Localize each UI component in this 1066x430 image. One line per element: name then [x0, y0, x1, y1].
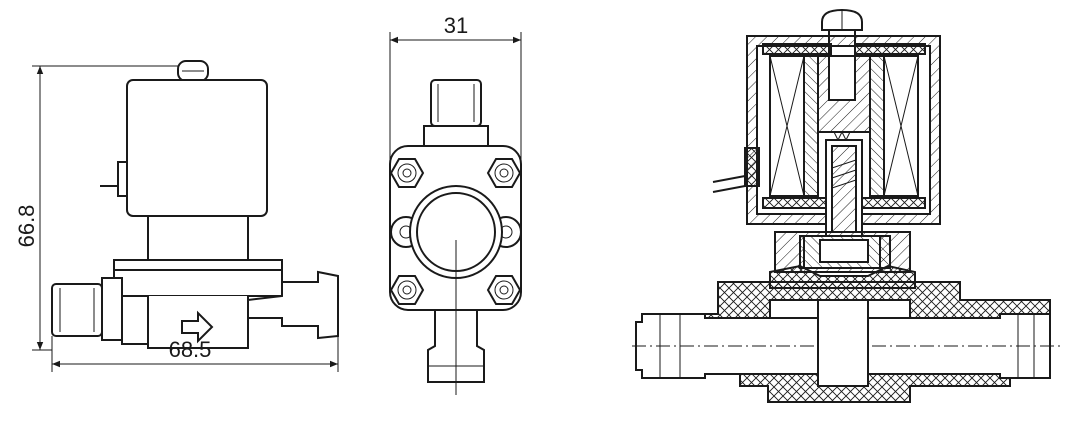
end-view: 31 — [389, 13, 522, 395]
bolt-top-right — [486, 158, 522, 188]
side-view: 66.8 68.5 — [14, 60, 339, 372]
lead-wire — [712, 175, 746, 193]
screw-thread — [828, 55, 856, 101]
flange-plate — [113, 259, 283, 271]
length-dimension-label: 68.5 — [169, 337, 212, 362]
outlet-passage — [867, 313, 1051, 379]
nut-collar — [423, 125, 489, 147]
section-view — [632, 8, 1062, 403]
height-dimension-label: 66.8 — [14, 205, 39, 248]
valve-neck — [147, 215, 249, 261]
lead-wire-port — [117, 161, 127, 197]
valve-chamber — [817, 299, 869, 387]
inlet-passage — [635, 313, 819, 379]
bolt-bottom-left — [389, 275, 425, 305]
valve-body-upper — [113, 269, 283, 297]
wire-grommet — [744, 147, 760, 187]
bolt-top-left — [389, 158, 425, 188]
coil-winding-left — [769, 55, 819, 197]
width-dimension-label: 31 — [444, 13, 468, 38]
bolt-bottom-right — [486, 275, 522, 305]
flow-arrow-icon — [181, 310, 214, 344]
bobbin-bottom-left — [762, 197, 832, 209]
coil-winding-right — [869, 55, 919, 197]
coil-housing — [126, 79, 268, 217]
inlet-hex — [101, 277, 123, 341]
plunger — [831, 145, 857, 233]
bobbin-top-right — [854, 43, 926, 55]
bobbin-bottom-right — [854, 197, 926, 209]
bobbin-top-left — [762, 43, 832, 55]
